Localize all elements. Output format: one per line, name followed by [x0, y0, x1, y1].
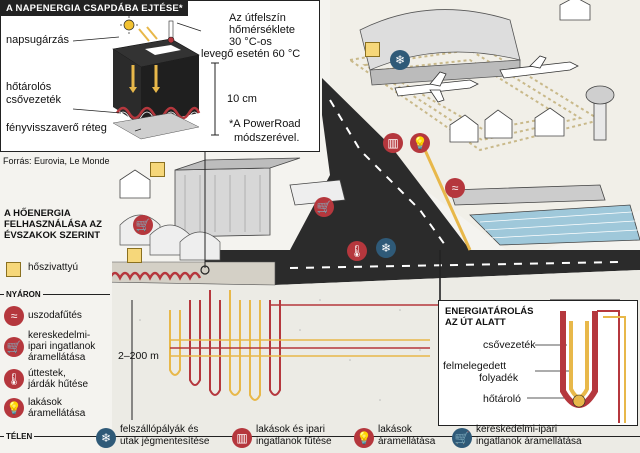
inset-leaders	[72, 22, 202, 132]
cart-icon-scene-2: 🛒	[133, 215, 153, 235]
storage-fluid-1: felmelegedett	[443, 360, 507, 372]
winter-item-2-line-1: lakások és ipari	[256, 424, 325, 435]
reflective-layer-label: fényvisszaverő réteg	[6, 122, 107, 134]
solar-trap-inset: A NAPENERGIA CSAPDÁBA EJTÉSE*	[0, 0, 320, 152]
bulb-icon-scene: 💡	[410, 133, 430, 153]
apron-markings	[347, 38, 603, 152]
u-tube-graphic	[527, 310, 626, 423]
note-line-1: *A PowerRoad	[229, 118, 301, 130]
boreholes	[169, 290, 281, 401]
snowflake-icon-scene-2: ❄	[376, 238, 396, 258]
cart-icon: 🛒	[4, 337, 24, 357]
winter-item-4-line-2: ingatlanok áramellátása	[476, 436, 582, 447]
pool-building	[449, 184, 640, 246]
thermometer-icon: 🌡	[4, 369, 24, 389]
summer-heading: NYÁRON	[4, 290, 43, 299]
winter-item-3-line-1: lakások	[378, 424, 412, 435]
heat-pump-icon-scene-1	[365, 42, 380, 57]
thermometer-small-icon	[167, 20, 175, 44]
storage-fluid-2: folyadék	[479, 372, 519, 384]
winter-divider	[0, 436, 640, 437]
summer-item-2-line-1: kereskedelmi-	[28, 330, 91, 341]
storage-title-2: AZ ÚT ALATT	[445, 317, 506, 328]
heat-pump-icon	[6, 262, 21, 277]
legend-title-1: A HŐENERGIA	[4, 208, 71, 219]
storage-inset: ENERGIATÁROLÁS AZ ÚT ALATT csővezeték fe…	[438, 300, 638, 426]
storage-title-1: ENERGIATÁROLÁS	[445, 306, 534, 317]
summer-item-2-line-3: áramellátása	[28, 352, 86, 363]
bulb-icon-winter: 💡	[354, 428, 374, 448]
cart-icon-winter: 🛒	[452, 428, 472, 448]
summer-item-2-line-2: ipari ingatlanok	[28, 341, 96, 352]
sun-icon	[120, 16, 138, 34]
heat-pump-icon-scene-2	[150, 162, 165, 177]
pool-icon: ≈	[4, 306, 24, 326]
surface-temp-4: levegő esetén 60 °C	[201, 48, 301, 60]
summer-item-4-line-2: áramellátása	[28, 408, 86, 419]
control-tower	[585, 85, 615, 141]
pool-icon-scene: ≈	[445, 178, 465, 198]
heat-pump-icon-scene-3	[127, 248, 142, 263]
radiator-icon: ▥	[232, 428, 252, 448]
summer-item-4-line-1: lakások	[28, 397, 62, 408]
road-edge-yellow	[423, 149, 472, 251]
winter-item-4-line-1: kereskedelmi-ipari	[476, 424, 558, 435]
airplanes	[394, 55, 579, 103]
snowflake-icon-scene-1: ❄	[390, 50, 410, 70]
thermometer-icon-scene: 🌡	[347, 241, 367, 261]
summer-item-3-line-1: úttestek,	[28, 368, 66, 379]
summer-item-3-line-2: járdák hűtése	[28, 379, 89, 390]
bulb-icon: 💡	[4, 398, 24, 418]
winter-heading: TÉLEN	[4, 432, 35, 441]
depth-bracket	[211, 62, 219, 136]
winter-item-2-line-2: ingatlanok fűtése	[256, 436, 332, 447]
depth-range-label: 2–200 m	[118, 350, 159, 362]
sunlight-label: napsugárzás	[6, 34, 69, 46]
commercial-buildings	[119, 157, 346, 238]
storage-store-label: hőtároló	[483, 393, 521, 405]
source-credit: Forrás: Eurovia, Le Monde	[3, 156, 110, 166]
legend-title-2: FELHASZNÁLÁSA AZ	[4, 219, 102, 230]
heat-pump-label: hőszivattyú	[28, 262, 79, 273]
surface-temp-2: hőmérséklete	[229, 24, 296, 36]
summer-item-1-line-1: uszodafűtés	[28, 310, 82, 321]
pipes-label-1: hőtárolós	[6, 81, 52, 93]
snowflake-icon: ❄	[96, 428, 116, 448]
radiator-icon-scene: ▥	[383, 133, 403, 153]
inset-title: A NAPENERGIA CSAPDÁBA EJTÉSE*	[1, 1, 188, 16]
surface-temp-1: Az útfelszín	[229, 12, 286, 24]
storage-pipes-label: csővezeték	[483, 339, 536, 351]
surface-temp-3: 30 °C-os	[229, 36, 272, 48]
slab-pipes	[108, 271, 202, 281]
pipe-runs	[170, 250, 590, 357]
note-line-2: módszerével.	[234, 132, 300, 144]
greenhouses	[119, 214, 221, 261]
pipes-label-2: csővezeték	[6, 94, 62, 106]
legend-title-3: ÉVSZAKOK SZERINT	[4, 230, 101, 241]
soil-dots	[139, 299, 421, 401]
houses-top	[449, 0, 591, 143]
depth-10cm: 10 cm	[227, 93, 257, 105]
winter-item-1-line-1: felszállópályák és	[120, 424, 199, 435]
road-markings	[289, 99, 621, 269]
winter-item-3-line-2: áramellátása	[378, 436, 436, 447]
cart-icon-scene-1: 🛒	[314, 197, 334, 217]
summer-divider	[0, 294, 110, 295]
road-layer-block	[112, 16, 201, 140]
winter-item-1-line-2: utak jégmentesítése	[120, 436, 210, 447]
road	[205, 78, 640, 285]
